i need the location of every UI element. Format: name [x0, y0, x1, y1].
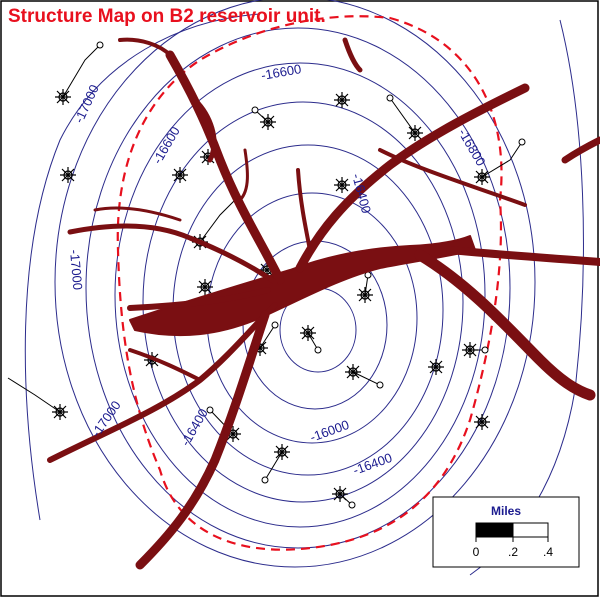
channel-branch — [192, 97, 217, 163]
scale-tick-label: .2 — [508, 545, 518, 559]
contour-line — [24, 13, 261, 521]
channel-branch — [446, 246, 600, 266]
contour-line — [114, 62, 486, 528]
scale-tick-label: .4 — [543, 545, 553, 559]
well-path — [264, 451, 283, 481]
channel-branch — [238, 148, 249, 202]
well-path — [389, 97, 416, 134]
well-path — [481, 141, 523, 178]
channel-bodies — [47, 37, 600, 570]
well-marker — [334, 177, 350, 193]
channel-branch — [128, 348, 202, 382]
channel-branch — [135, 310, 270, 570]
channel-branch — [67, 223, 278, 285]
channel-branch — [378, 148, 527, 207]
map-title: Structure Map on B2 reservoir unit. — [8, 6, 326, 27]
contour-line — [54, 0, 536, 568]
well-path — [62, 44, 101, 98]
channel-branch — [93, 206, 182, 222]
well-path — [7, 377, 61, 413]
well-path — [199, 194, 241, 243]
well-path — [259, 324, 276, 349]
channel-branch — [561, 136, 600, 164]
channel-branch — [296, 168, 312, 252]
contour-line — [142, 101, 464, 503]
channel-branch — [295, 83, 530, 273]
well-marker — [172, 167, 188, 183]
well-marker — [334, 92, 350, 108]
scale-bar: Miles 0 .2 .4 — [432, 496, 580, 568]
channel-branch — [47, 302, 278, 463]
well-path — [352, 371, 381, 386]
scale-tick-label: 0 — [473, 545, 480, 559]
channel-branch — [342, 37, 363, 73]
well-marker — [428, 359, 444, 375]
channel-branch — [414, 249, 596, 401]
scale-bar-title: Miles — [491, 504, 521, 518]
well-marker — [197, 279, 213, 295]
channel-branch — [118, 37, 172, 57]
well-marker — [474, 414, 490, 430]
well-marker — [60, 167, 76, 183]
channel-branch — [165, 50, 285, 285]
contour-label: -16600 — [260, 61, 302, 83]
channel-branch — [127, 287, 271, 311]
reservoir-boundary — [116, 15, 503, 551]
contour-line — [85, 27, 511, 549]
contour-label: -17000 — [67, 249, 85, 291]
